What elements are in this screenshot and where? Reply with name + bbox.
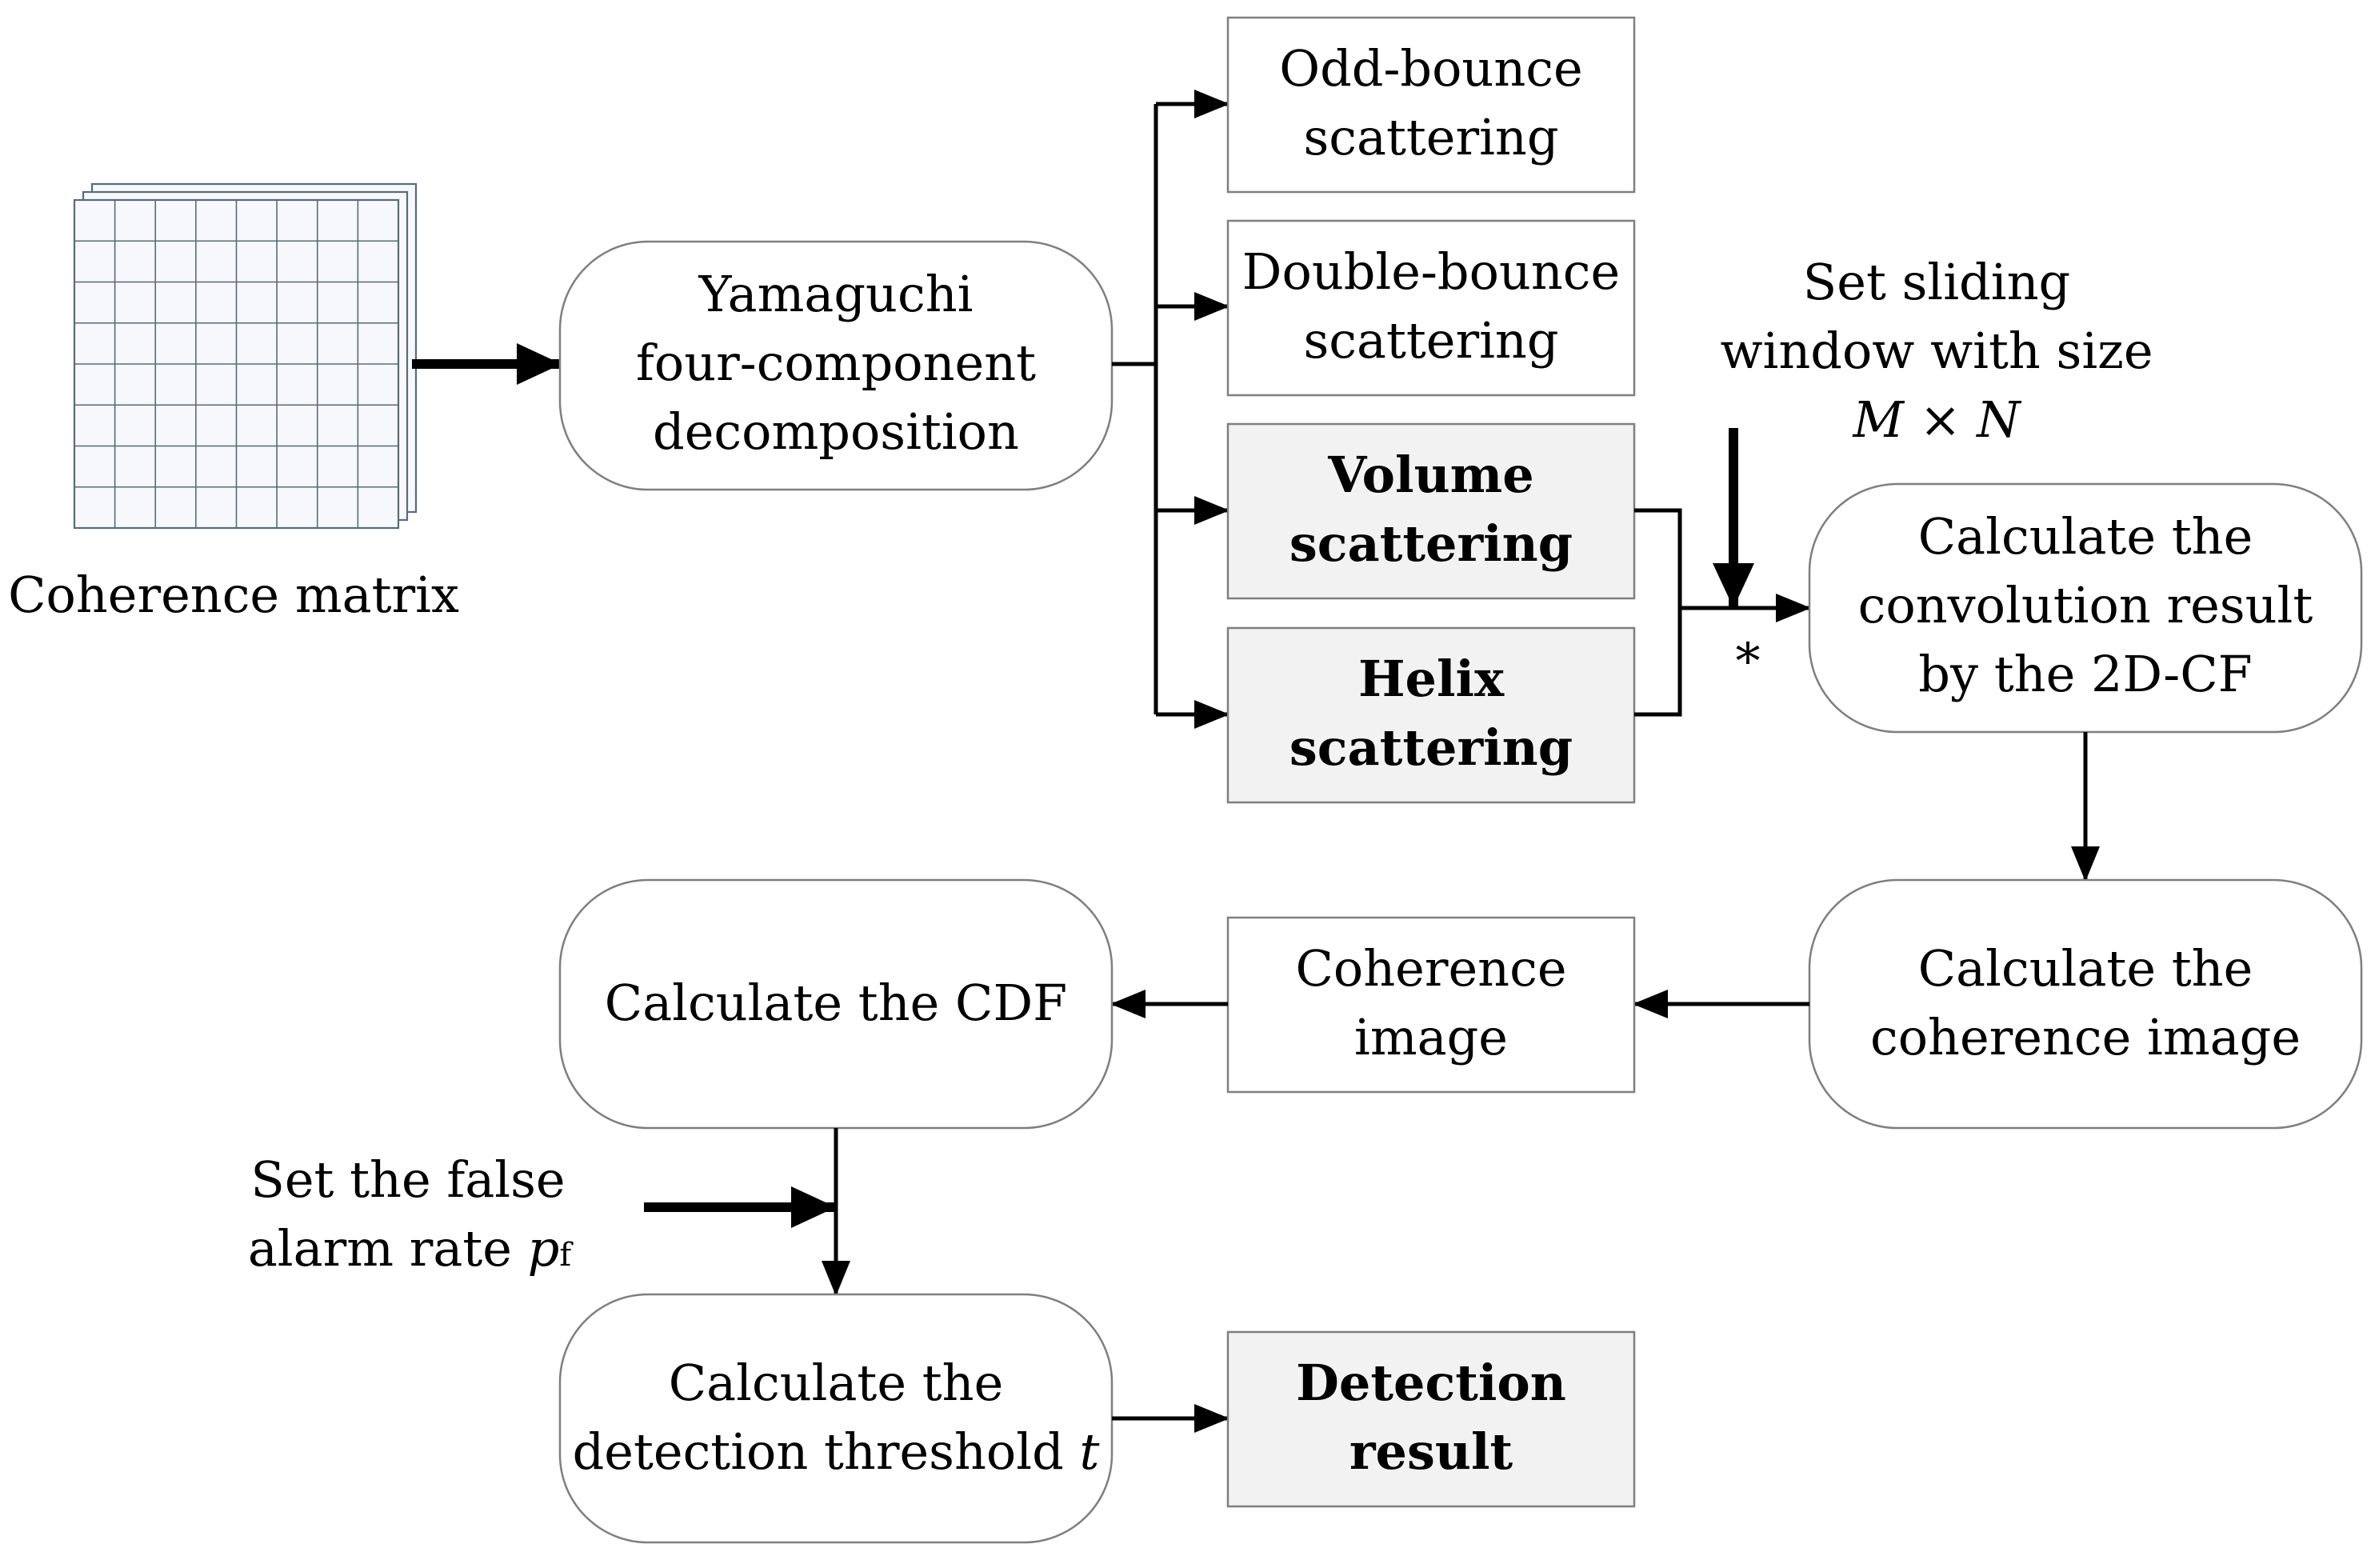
detection-result-box	[1226, 1330, 1636, 1508]
helix-scattering-box	[1226, 626, 1636, 804]
odd-bounce-line-1: Odd-bounce	[1279, 39, 1582, 98]
convolution-line-1: Calculate the	[1918, 507, 2253, 566]
coherence-image-line-1: Coherence	[1295, 939, 1566, 998]
convolution-operator: *	[1736, 632, 1761, 690]
double-bounce-line-1: Double-bounce	[1242, 242, 1620, 301]
odd-bounce-line-2: scattering	[1303, 108, 1558, 166]
coherence-image-line-2: image	[1354, 1008, 1508, 1066]
coherence-calc-box	[1808, 878, 2363, 1130]
coherence-calc-line-1: Calculate the	[1918, 939, 2253, 998]
convolution-line-3: by the 2D-CF	[1918, 645, 2252, 703]
coherence-calc-line-2: coherence image	[1870, 1008, 2301, 1066]
detection-line-2: result	[1349, 1422, 1513, 1481]
volume-scattering-box	[1226, 422, 1636, 600]
coherence-matrix-label: Coherence matrix	[8, 566, 459, 624]
threshold-line-1: Calculate the	[669, 1354, 1004, 1412]
coherence-image-box	[1226, 916, 1636, 1094]
sliding-window-line-2: window with size	[1720, 322, 2153, 380]
convolution-line-2: convolution result	[1858, 576, 2313, 634]
helix-line-2: scattering	[1289, 718, 1573, 777]
coherence-matrix-icon	[73, 182, 418, 530]
volume-line-1: Volume	[1327, 446, 1533, 504]
yamaguchi-line-1: Yamaguchi	[698, 265, 974, 323]
merge-bracket	[1634, 508, 1682, 717]
yamaguchi-line-2: four-component	[636, 334, 1036, 392]
volume-line-2: scattering	[1289, 514, 1573, 573]
threshold-line-2: detection threshold t	[573, 1422, 1100, 1481]
sliding-window-size: M × N	[1852, 390, 2022, 449]
helix-line-1: Helix	[1358, 650, 1505, 708]
yamaguchi-line-3: decomposition	[653, 402, 1019, 461]
false-alarm-line-1: Set the false	[250, 1150, 565, 1209]
threshold-box	[558, 1293, 1114, 1544]
double-bounce-line-2: scattering	[1303, 311, 1558, 370]
odd-bounce-box	[1226, 16, 1636, 194]
double-bounce-box	[1226, 219, 1636, 397]
false-alarm-line-2: alarm rate pf	[248, 1219, 574, 1278]
detection-line-1: Detection	[1296, 1354, 1566, 1412]
sliding-window-line-1: Set sliding	[1803, 253, 2070, 311]
cdf-label: Calculate the CDF	[605, 974, 1067, 1032]
